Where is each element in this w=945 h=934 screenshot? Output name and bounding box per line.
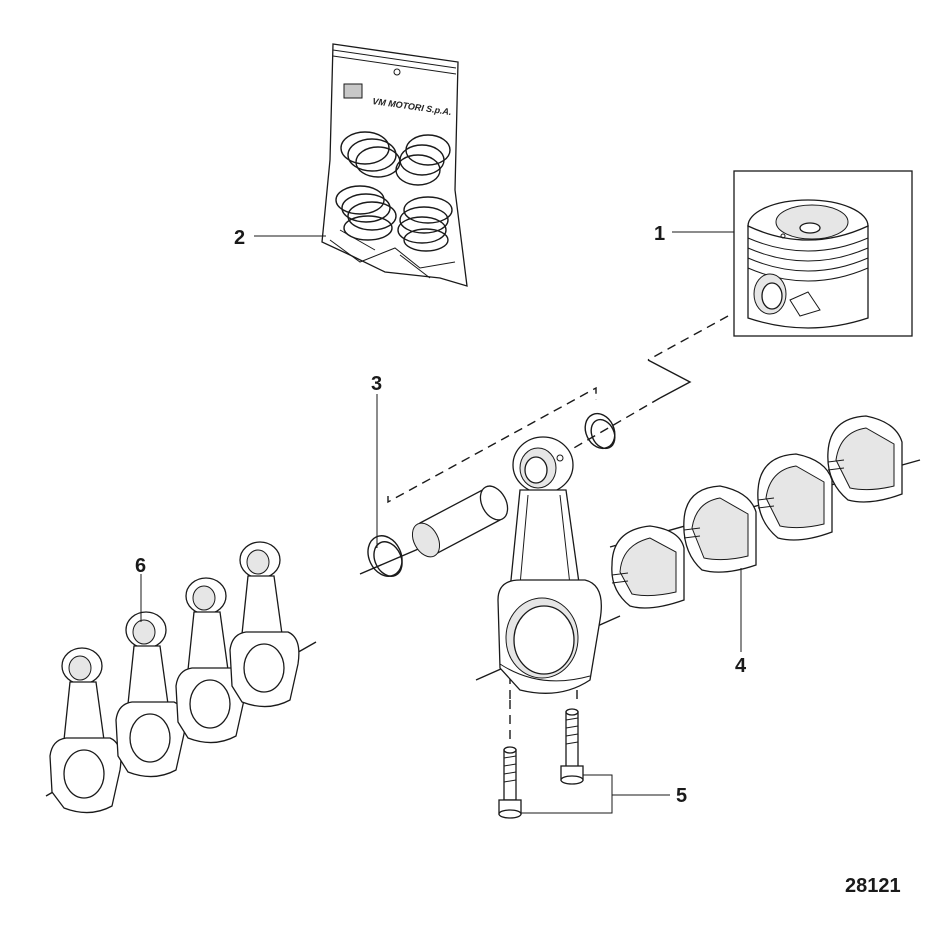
rod-set-item-2 — [115, 611, 186, 778]
piston-ring-bag: VM MOTORI S.p.A. — [321, 43, 468, 287]
callout-1: 1 — [654, 223, 665, 245]
piston-assembly — [733, 170, 913, 337]
piston-pin-and-circlips — [367, 412, 616, 577]
ring-stack-right — [395, 134, 453, 252]
rod-bolt-right — [560, 708, 584, 785]
leader-lines — [140, 231, 742, 814]
rod-bolt-left — [498, 746, 522, 819]
callout-2: 2 — [234, 227, 245, 249]
callout-3: 3 — [371, 373, 382, 395]
rod-bolts — [498, 708, 584, 819]
main-connecting-rod — [497, 436, 602, 694]
figure-number: 28121 — [845, 875, 901, 897]
rod-set-item-1 — [49, 647, 122, 814]
rod-set-item-4 — [229, 541, 300, 708]
bearing-shell-1 — [611, 525, 685, 609]
callout-4: 4 — [735, 655, 747, 677]
rod-set-item-3 — [175, 577, 246, 744]
bearing-shell-3 — [757, 453, 833, 541]
bearing-shell-2 — [683, 485, 757, 573]
callout-5: 5 — [676, 785, 687, 807]
connecting-rod-set — [45, 541, 317, 814]
rod-bearing-shells — [611, 415, 903, 609]
callout-6: 6 — [135, 555, 146, 577]
bearing-shell-4 — [827, 415, 903, 503]
